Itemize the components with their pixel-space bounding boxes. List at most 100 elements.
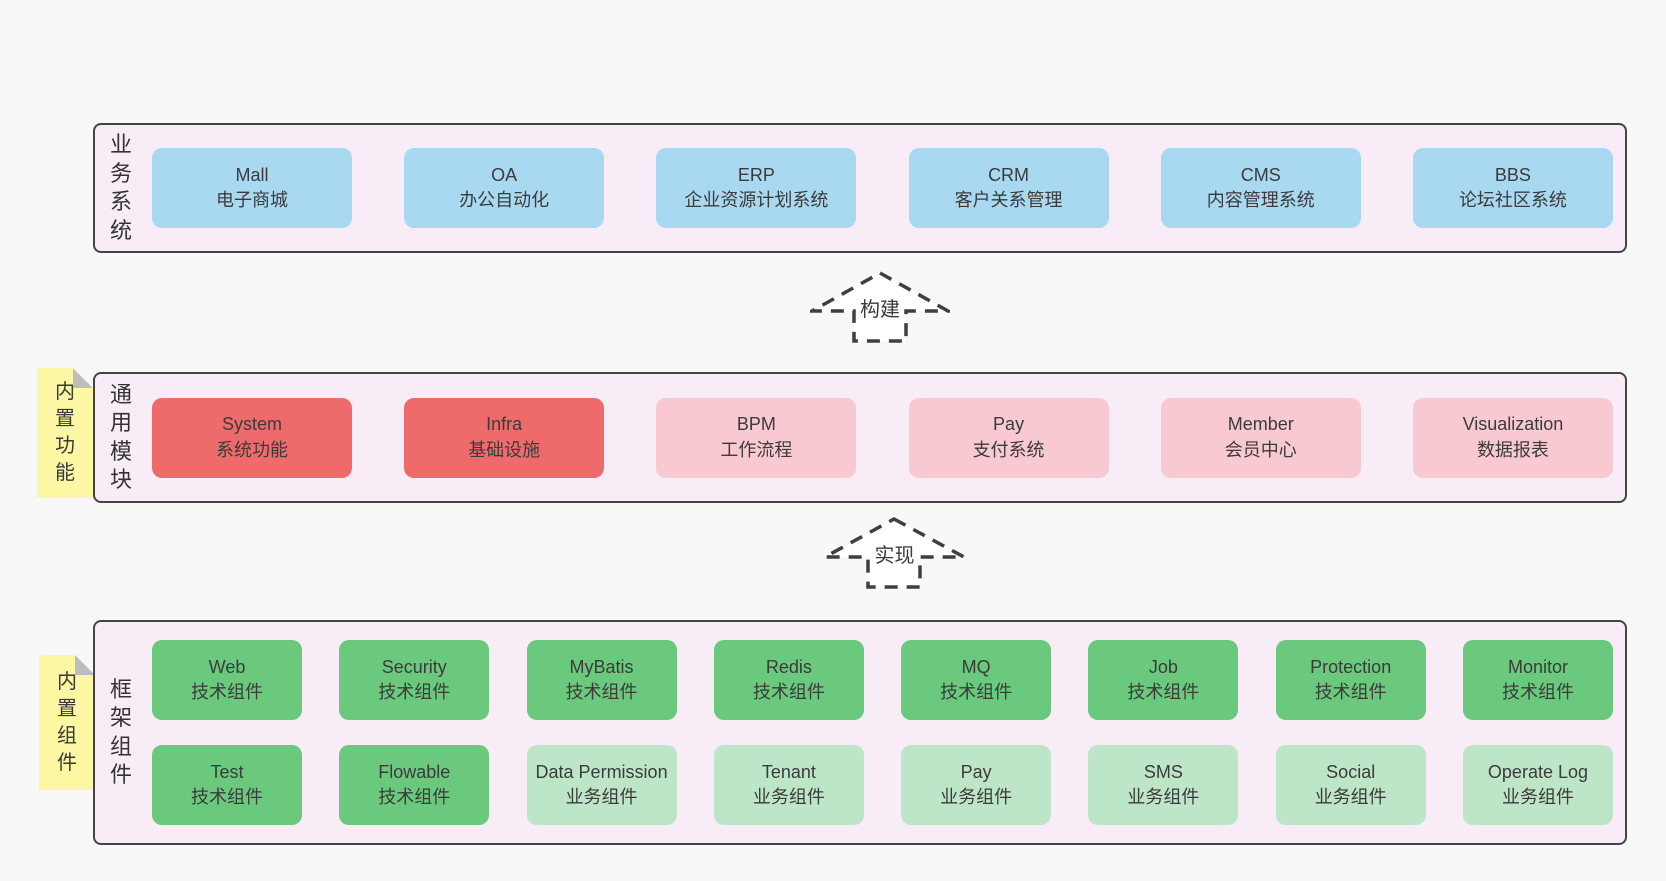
- layer-common-modules: 通用模块 System 系统功能 Infra 基础设施 BPM 工作流程 Pay…: [93, 372, 1627, 503]
- box-title: Job: [1148, 656, 1178, 677]
- box-title: Security: [381, 656, 447, 677]
- box-subtitle: 电子商城: [216, 190, 288, 210]
- box-title: Infra: [486, 414, 523, 435]
- box-subtitle: 系统功能: [216, 439, 288, 460]
- box-mq: MQ 技术组件: [901, 640, 1052, 720]
- build-arrow-icon: 构建: [810, 271, 950, 343]
- box-title: BBS: [1494, 164, 1531, 185]
- sticky-fold-corner-icon: [73, 368, 93, 388]
- box-title: Mall: [235, 164, 269, 185]
- box-title: Social: [1326, 761, 1376, 782]
- box-subtitle: 客户关系管理: [954, 190, 1063, 210]
- box-erp: ERP 企业资源计划系统: [656, 148, 857, 228]
- box-subtitle: 业务组件: [1127, 787, 1200, 807]
- box-title: OA: [491, 164, 518, 185]
- box-subtitle: 技术组件: [378, 682, 451, 702]
- box-bpm: BPM 工作流程: [656, 397, 857, 478]
- box-bbs: BBS 论坛社区系统: [1412, 148, 1613, 228]
- box-cms: CMS 内容管理系统: [1160, 148, 1361, 228]
- box-title: MyBatis: [569, 656, 634, 677]
- box-title: Redis: [765, 656, 812, 677]
- framework-components-row-2: Test 技术组件 Flowable 技术组件 Data Permission …: [152, 745, 1613, 825]
- box-subtitle: 办公自动化: [459, 190, 550, 210]
- box-web: Web 技术组件: [152, 640, 302, 720]
- box-title: Pay: [960, 761, 992, 782]
- box-pay: Pay 支付系统: [908, 397, 1109, 478]
- box-subtitle: 企业资源计划系统: [684, 190, 829, 210]
- box-title: Web: [208, 656, 246, 677]
- box-job: Job 技术组件: [1088, 640, 1239, 720]
- box-tenant: Tenant 业务组件: [713, 745, 864, 825]
- box-subtitle: 技术组件: [191, 682, 263, 702]
- box-title: Data Permission: [535, 761, 668, 782]
- build-arrow-label: 构建: [857, 298, 903, 322]
- box-title: CRM: [988, 164, 1030, 185]
- box-security: Security 技术组件: [339, 640, 490, 720]
- box-subtitle: 技术组件: [565, 682, 638, 702]
- sticky-built-in-functions: 内置功能: [37, 368, 93, 498]
- box-subtitle: 技术组件: [191, 787, 263, 807]
- box-crm: CRM 客户关系管理: [908, 148, 1109, 228]
- box-title: Operate Log: [1487, 761, 1588, 782]
- sticky-built-in-components-label: 内置组件: [57, 670, 77, 774]
- box-subtitle: 工作流程: [720, 439, 793, 460]
- business-systems-row: Mall 电子商城 OA 办公自动化 ERP 企业资源计划系统 CRM 客户关系…: [152, 148, 1613, 228]
- box-sms: SMS 业务组件: [1088, 745, 1239, 825]
- sticky-fold-corner-icon: [75, 655, 95, 675]
- box-subtitle: 支付系统: [972, 439, 1045, 460]
- box-mall: Mall 电子商城: [152, 148, 352, 228]
- box-title: ERP: [737, 164, 775, 185]
- box-subtitle: 业务组件: [1501, 787, 1574, 807]
- box-member: Member 会员中心: [1160, 397, 1361, 478]
- box-subtitle: 业务组件: [1314, 787, 1387, 807]
- box-subtitle: 业务组件: [565, 787, 638, 807]
- box-subtitle: 业务组件: [940, 787, 1013, 807]
- box-flowable: Flowable 技术组件: [339, 745, 490, 825]
- box-data-permission: Data Permission 业务组件: [526, 745, 677, 825]
- box-visualization: Visualization 数据报表: [1412, 397, 1613, 478]
- box-test: Test 技术组件: [152, 745, 302, 825]
- sticky-built-in-functions-label: 内置功能: [55, 381, 75, 484]
- box-social: Social 业务组件: [1275, 745, 1426, 825]
- box-infra: Infra 基础设施: [404, 397, 605, 478]
- common-modules-row: System 系统功能 Infra 基础设施 BPM 工作流程 Pay 支付系统…: [152, 397, 1613, 478]
- box-redis: Redis 技术组件: [713, 640, 864, 720]
- box-title: Flowable: [378, 761, 451, 782]
- sticky-built-in-components: 内置组件: [39, 655, 95, 790]
- box-subtitle: 技术组件: [1501, 682, 1574, 702]
- layer-common-modules-label: 通用模块: [109, 381, 132, 493]
- box-subtitle: 论坛社区系统: [1458, 190, 1567, 210]
- layer-framework-components: 框架组件 Web 技术组件 Security 技术组件 MyBatis 技术组件…: [93, 620, 1627, 845]
- box-title: Monitor: [1507, 656, 1568, 677]
- box-subtitle: 数据报表: [1476, 439, 1549, 460]
- box-subtitle: 基础设施: [468, 439, 541, 460]
- box-system: System 系统功能: [152, 397, 352, 478]
- box-pay: Pay 业务组件: [901, 745, 1052, 825]
- box-subtitle: 技术组件: [940, 682, 1013, 702]
- box-title: System: [221, 414, 282, 435]
- box-protection: Protection 技术组件: [1275, 640, 1426, 720]
- box-subtitle: 业务组件: [752, 787, 825, 807]
- implement-arrow-label: 实现: [871, 544, 918, 568]
- box-title: Member: [1227, 414, 1294, 435]
- box-monitor: Monitor 技术组件: [1462, 640, 1613, 720]
- layer-business-systems: 业务系统 Mall 电子商城 OA 办公自动化 ERP 企业资源计划系统 CRM…: [93, 123, 1627, 253]
- box-mybatis: MyBatis 技术组件: [526, 640, 677, 720]
- box-title: Visualization: [1462, 414, 1564, 435]
- box-subtitle: 技术组件: [378, 787, 451, 807]
- box-subtitle: 技术组件: [752, 682, 825, 702]
- framework-components-row-1: Web 技术组件 Security 技术组件 MyBatis 技术组件 Redi…: [152, 640, 1613, 720]
- box-subtitle: 内容管理系统: [1206, 190, 1315, 210]
- box-title: Pay: [993, 414, 1025, 435]
- layer-business-systems-label: 业务系统: [109, 131, 132, 243]
- box-title: SMS: [1143, 761, 1183, 782]
- box-operate-log: Operate Log 业务组件: [1462, 745, 1613, 825]
- box-oa: OA 办公自动化: [404, 148, 605, 228]
- box-subtitle: 技术组件: [1314, 682, 1387, 702]
- layer-framework-components-label: 框架组件: [109, 676, 132, 788]
- box-title: Tenant: [761, 761, 816, 782]
- box-title: Test: [210, 761, 244, 782]
- box-subtitle: 会员中心: [1224, 439, 1297, 460]
- box-subtitle: 技术组件: [1127, 682, 1200, 702]
